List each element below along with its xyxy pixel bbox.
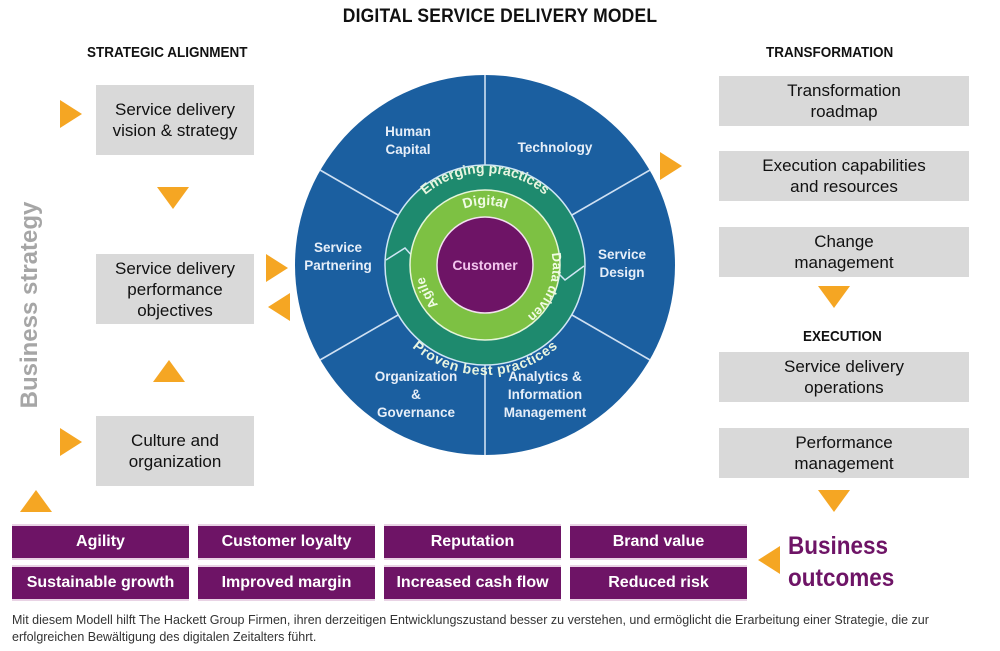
transformation-heading: TRANSFORMATION <box>766 44 894 61</box>
segment-human-capital-l2: Capital <box>385 142 430 157</box>
diagram-title: DIGITAL SERVICE DELIVERY MODEL <box>342 6 658 27</box>
box-line: Execution capabilities <box>762 156 926 175</box>
outcome-improved-margin: Improved margin <box>198 565 375 601</box>
segment-analytics-l2: Information <box>508 387 582 402</box>
arrow-right-icon <box>660 152 682 180</box>
box-line: objectives <box>137 300 213 320</box>
box-line: organization <box>128 452 222 471</box>
arrow-up-icon <box>20 490 52 512</box>
segment-analytics-l1: Analytics & <box>508 369 582 384</box>
wheel-dividers <box>319 75 651 455</box>
arrow-up-icon <box>153 360 185 382</box>
arrow-right-icon <box>60 100 82 128</box>
box-line: Transformation <box>787 81 901 100</box>
segment-org-governance-l3: Governance <box>377 405 456 420</box>
arrow-left-icon <box>268 293 290 321</box>
box-line: roadmap <box>810 102 878 121</box>
segment-technology: Technology <box>518 140 593 155</box>
box-line: management <box>794 253 894 272</box>
segment-human-capital-l1: Human <box>385 124 431 139</box>
outcome-reputation: Reputation <box>384 524 561 560</box>
outcome-agility: Agility <box>12 524 189 560</box>
box-execution-capabilities: Execution capabilities and resources <box>719 151 969 201</box>
outcome-increased-cash-flow: Increased cash flow <box>384 565 561 601</box>
business-outcomes-line2: outcomes <box>788 564 895 592</box>
business-strategy-label: Business strategy <box>10 202 50 409</box>
box-performance-management: Performance management <box>719 428 969 478</box>
box-line: Performance <box>795 433 893 452</box>
box-line: performance <box>127 279 223 299</box>
outcome-reduced-risk: Reduced risk <box>570 565 747 601</box>
execution-heading: EXECUTION <box>803 328 882 345</box>
segment-org-governance-l1: Organization <box>375 369 458 384</box>
box-line: operations <box>804 378 884 397</box>
outcome-customer-loyalty: Customer loyalty <box>198 524 375 560</box>
segment-org-governance-l2: & <box>411 387 421 402</box>
customer-center <box>436 216 534 314</box>
arrow-down-icon <box>818 490 850 512</box>
digital-label: Digital <box>461 192 511 212</box>
box-change-management: Change management <box>719 227 969 277</box>
arrow-right-icon <box>60 428 82 456</box>
segment-service-design-l2: Design <box>599 265 644 280</box>
caption-text: Mit diesem Modell hilft The Hackett Grou… <box>12 613 929 644</box>
segment-service-design-l1: Service <box>598 247 647 262</box>
box-line: management <box>794 454 894 473</box>
customer-label: Customer <box>452 257 518 273</box>
business-outcomes-label: Business outcomes <box>788 530 894 594</box>
segment-service-partnering-l2: Partnering <box>304 258 372 273</box>
box-line: Service delivery <box>115 258 235 278</box>
box-line: vision & strategy <box>112 121 238 140</box>
segment-service-partnering-l1: Service <box>314 240 363 255</box>
box-line: Service delivery <box>784 357 904 376</box>
box-line: Culture and <box>131 431 219 450</box>
arrow-left-icon <box>758 546 780 574</box>
arrow-down-icon <box>818 286 850 308</box>
business-outcomes-line1: Business <box>788 532 889 560</box>
service-delivery-wheel: Emerging practices Proven best practices… <box>295 75 675 455</box>
box-line: Service delivery <box>114 100 235 119</box>
box-service-delivery-operations: Service delivery operations <box>719 352 969 402</box>
business-strategy-text: Business strategy <box>16 201 43 409</box>
outcome-sustainable-growth: Sustainable growth <box>12 565 189 601</box>
segment-analytics-l3: Management <box>504 405 587 420</box>
box-vision-strategy: Service delivery vision & strategy <box>96 85 254 155</box>
box-line: and resources <box>790 177 898 196</box>
arrow-down-icon <box>157 187 189 209</box>
box-culture-organization: Culture and organization <box>96 416 254 486</box>
box-transformation-roadmap: Transformation roadmap <box>719 76 969 126</box>
arrow-right-icon <box>266 254 288 282</box>
box-line: Change <box>814 232 874 251</box>
strategic-alignment-heading: STRATEGIC ALIGNMENT <box>87 44 248 61</box>
outcome-brand-value: Brand value <box>570 524 747 560</box>
